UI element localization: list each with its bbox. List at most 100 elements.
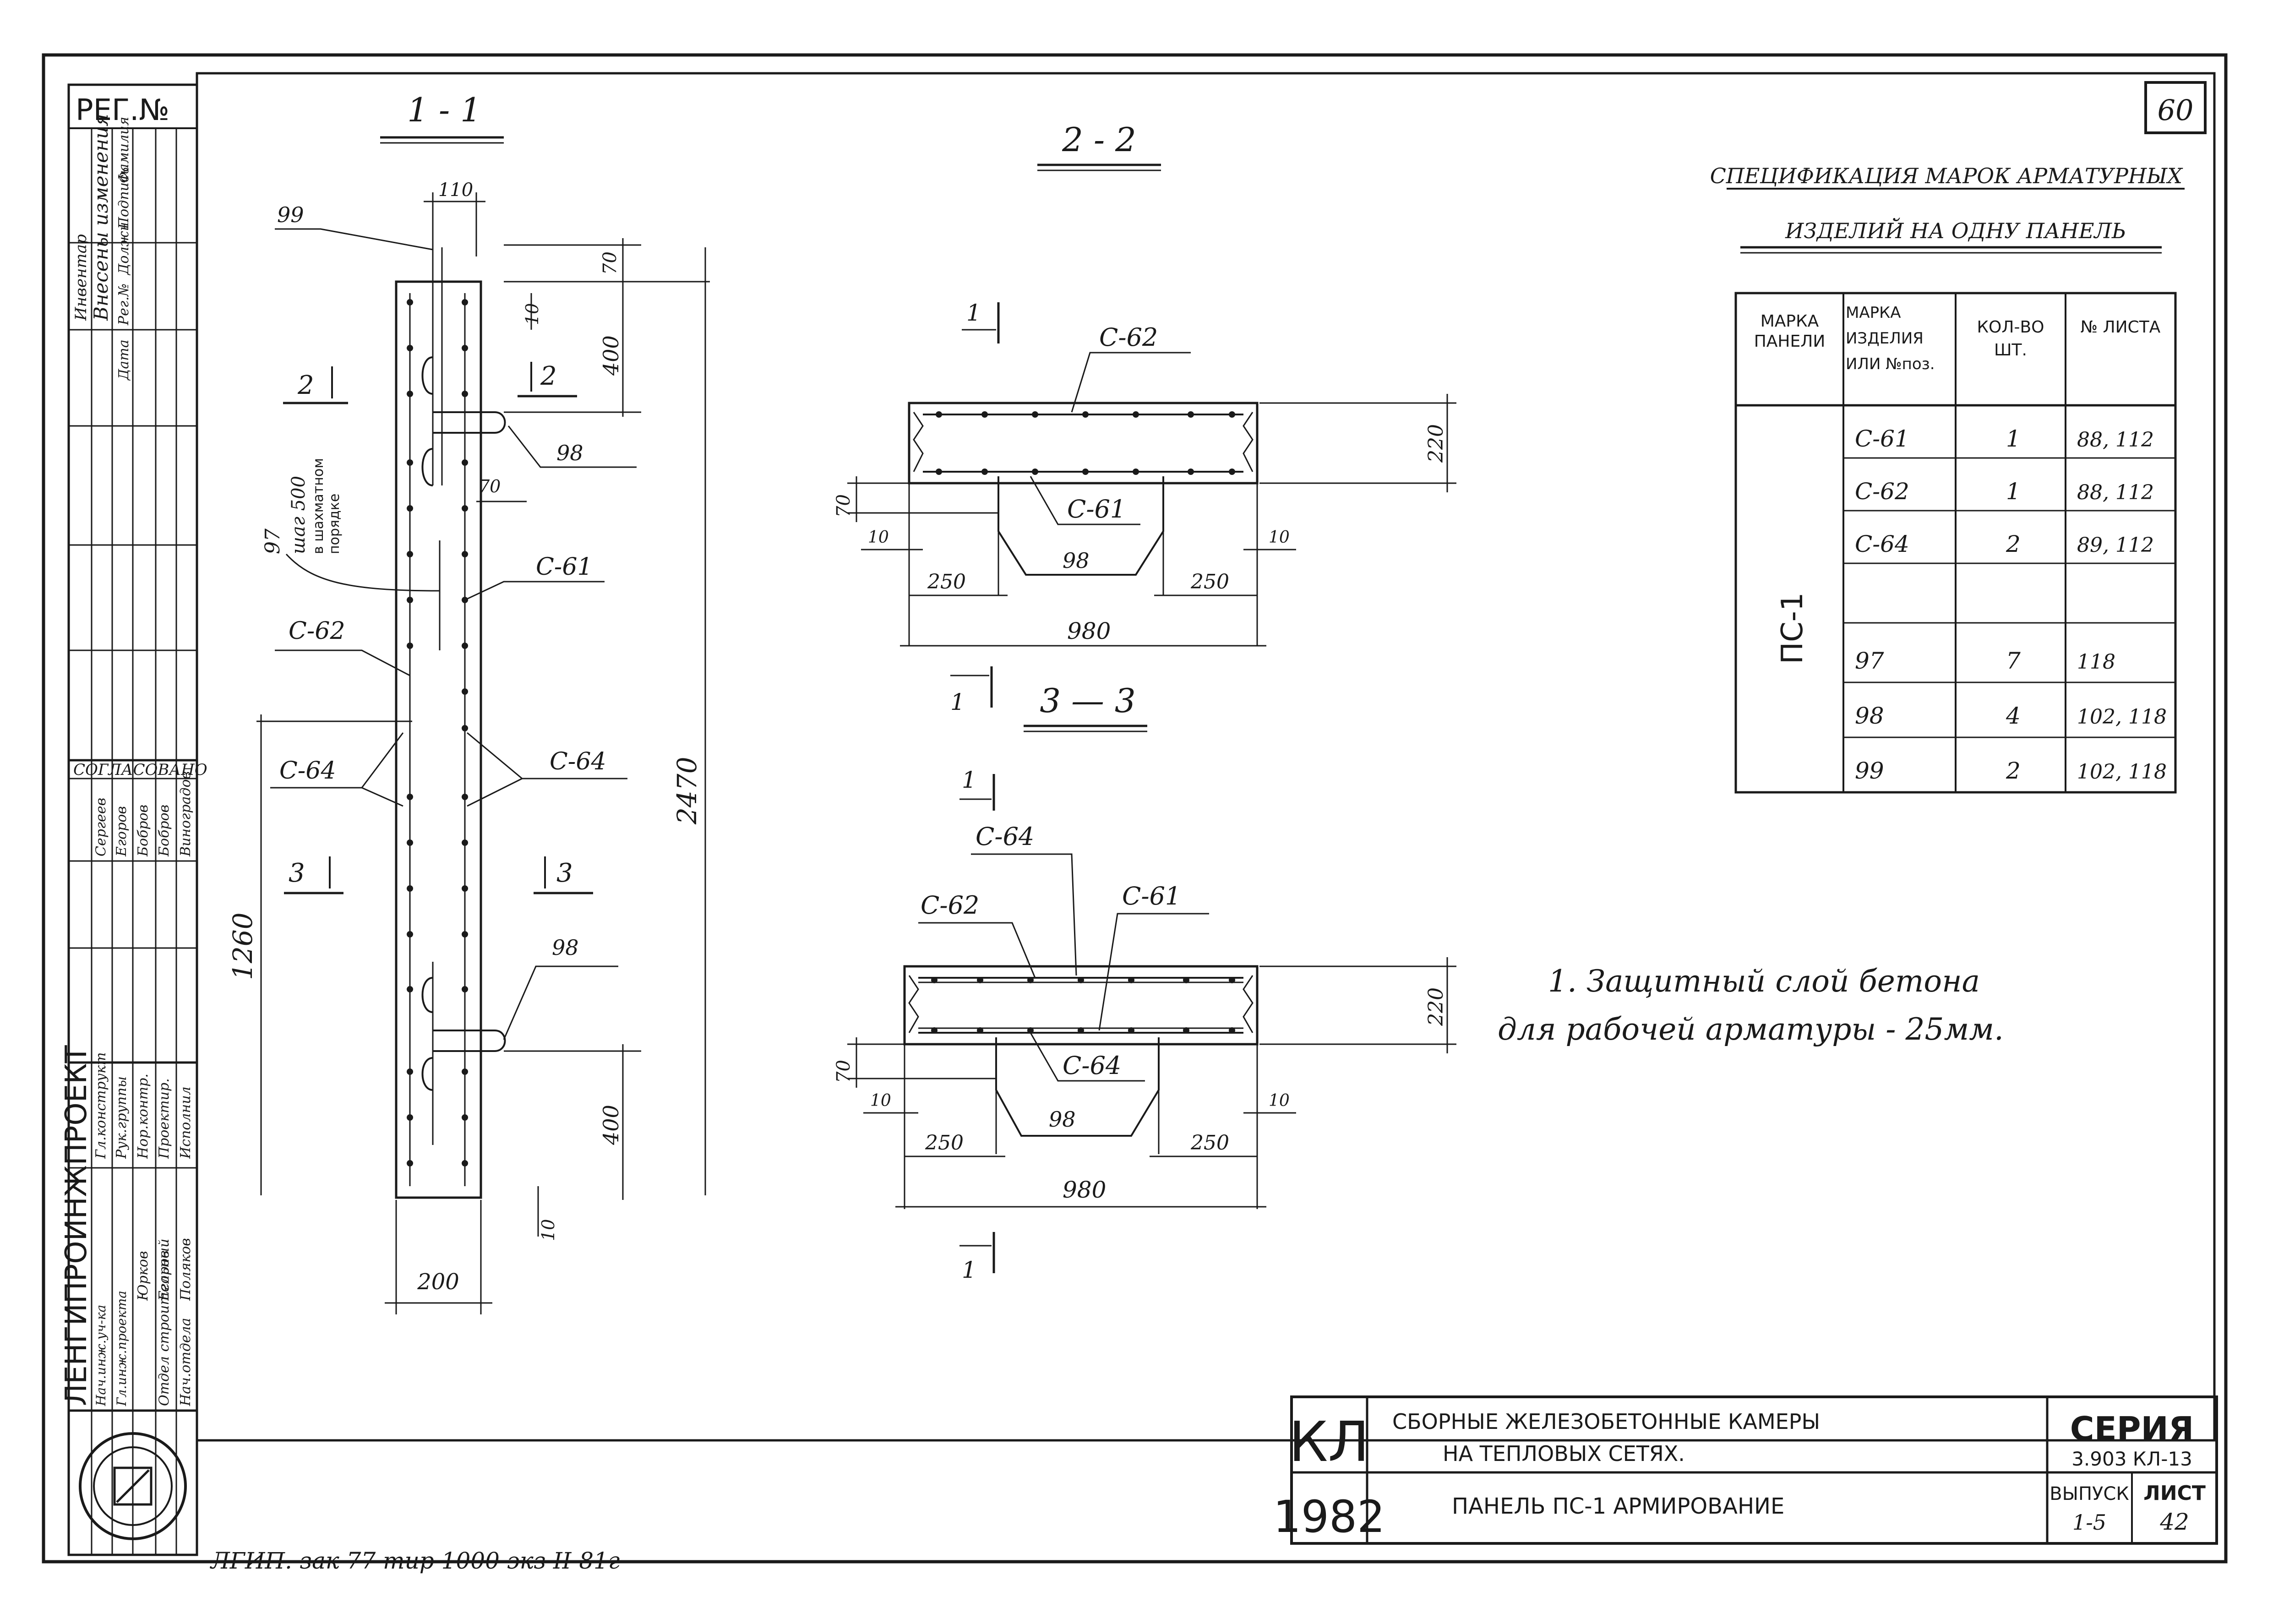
label-99: 99 [277, 202, 304, 227]
spec-row-7-qty: 2 [2006, 758, 2021, 784]
label-98-upper: 98 [556, 441, 583, 465]
dim-2-2-980: 980 [1067, 618, 1111, 644]
arrow-2-left: 2 [297, 371, 314, 400]
arrow-2-right: 2 [540, 361, 557, 391]
panel-outline-1-1 [395, 280, 482, 1199]
dim-3-3-10-right: 10 [1269, 1091, 1290, 1110]
dept-1: Нач.инж.уч-ка [93, 1305, 109, 1406]
spec-row-5-qty: 7 [2006, 648, 2021, 674]
cut-mark-2-2-bottom: 1 [950, 689, 965, 715]
name-4: Бобров [156, 805, 172, 857]
label-98-lower: 98 [552, 935, 579, 960]
org-logo [79, 1432, 187, 1540]
spec-row-6-qty: 4 [2006, 703, 2021, 729]
dim-2-2-10-left: 10 [868, 528, 889, 547]
section-1-1: 1 - 1 [227, 91, 710, 1314]
title-line-3: ПАНЕЛЬ ПС-1 АРМИРОВАНИЕ [1452, 1493, 1784, 1519]
dim-3-3-250-left: 250 [925, 1131, 964, 1155]
panel-section-3-3 [903, 965, 1259, 1046]
title-year: 1982 [1273, 1491, 1385, 1542]
title-line-2: НА ТЕПЛОВЫХ СЕТЯХ. [1443, 1441, 1685, 1466]
spec-row-2-qty: 1 [2006, 478, 2021, 505]
dim-400-top: 400 [599, 335, 623, 376]
spec-row-3-qty: 2 [2006, 531, 2021, 557]
head-name: Поляков [178, 1238, 194, 1301]
spec-row-1-sheet: 88, 112 [2077, 428, 2154, 452]
spec-header-panel: МАРКА ПАНЕЛИ [1754, 312, 1826, 351]
note-line-2: для рабочей арматуры - 25мм. [1498, 1012, 2004, 1047]
dim-10-bottom: 10 [538, 1219, 558, 1241]
role-chief-designer: Гл.конструкт [93, 1052, 109, 1159]
dim-3-3-980: 980 [1063, 1177, 1106, 1203]
step-label: шаг 500 [288, 476, 309, 554]
spec-row-6-item: 98 [1855, 703, 1884, 729]
dim-200: 200 [417, 1269, 459, 1295]
role-designer: Проектир. [156, 1078, 172, 1159]
series-label: СЕРИЯ [2070, 1410, 2194, 1448]
title-line-1: СБОРНЫЕ ЖЕЛЕЗОБЕТОННЫЕ КАМЕРЫ [1392, 1409, 1820, 1434]
label-3-3-c62: С-62 [921, 891, 979, 920]
org-name: ЛЕНГИПРОИНЖПРОЕКТ [60, 1045, 93, 1406]
note-line-1: 1. Защитный слой бетона [1548, 964, 1980, 999]
dept-2: Гл.инж.проекта [114, 1291, 129, 1406]
issue-label: ВЫПУСК [2050, 1483, 2129, 1504]
panel-section-2-2 [908, 402, 1259, 485]
section-2-2-title: 2 - 2 [1062, 120, 1136, 159]
spec-header-item: МАРКА ИЗДЕЛИЯ ИЛИ №поз. [1846, 304, 1935, 373]
reg-number-label: РЕГ.№ [76, 93, 169, 127]
stagger-label-2: порядке [327, 494, 343, 554]
role-norm-control: Нор.контр. [135, 1074, 151, 1159]
dim-1260: 1260 [227, 912, 258, 980]
dim-2-2-98: 98 [1063, 548, 1090, 573]
dim-10-top: 10 [522, 303, 542, 325]
spec-row-3-sheet: 89, 112 [2077, 534, 2154, 557]
spec-row-5-sheet: 118 [2077, 650, 2115, 674]
label-97: 97 [261, 529, 284, 554]
dim-2-2-70: 70 [833, 494, 854, 518]
title-block: КЛ 1982 СБОРНЫЕ ЖЕЛЕЗОБЕТОННЫЕ КАМЕРЫ НА… [1273, 1395, 2218, 1545]
col-reg: Рег.№ [116, 283, 132, 326]
col-fam: Фамилия [116, 117, 132, 183]
col-date: Дата [116, 339, 132, 381]
spec-row-1-qty: 1 [2006, 425, 2021, 452]
left-stamp: РЕГ.№ Инвентар Внесены изменения Дата Ре… [60, 83, 207, 1556]
spec-row-6-sheet: 102, 118 [2077, 705, 2167, 729]
title-code: КЛ [1289, 1411, 1369, 1474]
name-2: Егоров [114, 806, 130, 857]
section-3-3-title: 3 — 3 [1040, 681, 1135, 720]
issue-value: 1-5 [2072, 1510, 2106, 1535]
spec-row-7-item: 99 [1855, 758, 1884, 784]
sheet-value: 42 [2159, 1509, 2189, 1535]
name-7: Егоров [156, 1250, 172, 1301]
sheet-number: 60 [2158, 93, 2194, 127]
spec-row-5-item: 97 [1855, 648, 1884, 674]
cut-mark-2-2-top: 1 [966, 300, 981, 326]
cut-mark-3-3-bottom: 1 [962, 1257, 976, 1283]
dim-3-3-98: 98 [1049, 1107, 1076, 1132]
label-3-3-c61: С-61 [1122, 882, 1181, 910]
dim-70-top: 70 [600, 251, 621, 275]
label-3-3-c64-bottom: С-64 [1063, 1051, 1121, 1080]
section-3-3: 3 — 3 1 С-64 С-62 С-61 С-64 [833, 681, 1456, 1283]
spec-row-2-sheet: 88, 112 [2077, 481, 2154, 504]
spec-title-2: ИЗДЕЛИЙ НА ОДНУ ПАНЕЛЬ [1785, 217, 2126, 243]
spec-title-1: СПЕЦИФИКАЦИЯ МАРОК АРМАТУРНЫХ [1710, 163, 2184, 188]
dept-4: Нач.отдела [178, 1318, 194, 1406]
label-c64-left: С-64 [279, 757, 336, 785]
sheet-number-box [2144, 81, 2207, 134]
role-group-lead: Рук.группы [114, 1076, 130, 1159]
role-executor: Исполнил [178, 1086, 194, 1159]
sheet-label: ЛИСТ [2143, 1482, 2206, 1505]
spec-row-7-sheet: 102, 118 [2077, 760, 2167, 784]
dim-70-small: 70 [479, 476, 501, 496]
label-c64-right: С-64 [550, 748, 606, 775]
stagger-label-1: в шахматном [311, 458, 327, 554]
dim-400-bottom: 400 [599, 1105, 623, 1145]
series-value: 3.903 КЛ-13 [2071, 1448, 2192, 1470]
cut-mark-3-3-top: 1 [962, 767, 976, 793]
inventar-label: Инвентар [72, 234, 90, 321]
agreed-label: СОГЛАСОВАНО [73, 761, 207, 779]
dept-3: Отдел строительный [156, 1239, 172, 1406]
spec-header-sheet: № ЛИСТА [2080, 318, 2161, 337]
